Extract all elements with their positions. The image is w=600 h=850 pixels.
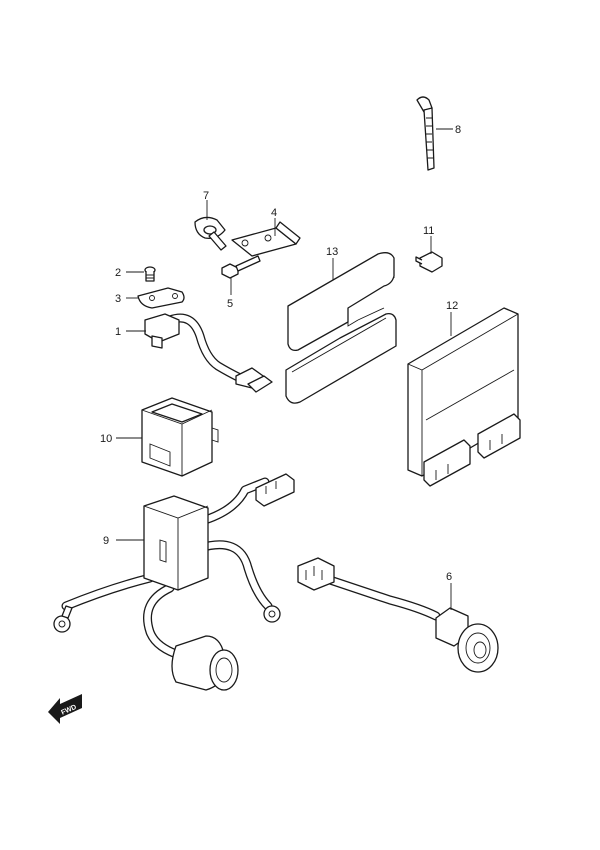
part-11-bolt [415, 251, 443, 273]
part-2-screw [144, 266, 156, 282]
part-12-ecm [407, 307, 521, 487]
part-6-socket-harness [297, 557, 499, 673]
callout-11: 11 [423, 225, 434, 237]
callout-2: 2 [115, 267, 121, 279]
fwd-arrow-icon: FWD [48, 694, 82, 724]
part-3-plate [137, 287, 185, 309]
part-7-clamp [194, 216, 227, 251]
callout-8: 8 [455, 124, 461, 136]
callout-9: 9 [103, 535, 109, 547]
part-4-bracket [231, 221, 301, 257]
callout-6: 6 [446, 571, 452, 583]
part-8-cable-tie [416, 96, 435, 171]
callout-7: 7 [203, 190, 209, 202]
callout-4: 4 [271, 207, 277, 219]
callout-5: 5 [227, 298, 233, 310]
part-10-relay-cover [141, 397, 219, 477]
part-13-cover [285, 252, 397, 404]
part-5-bolt [221, 255, 261, 279]
callout-13: 13 [326, 246, 338, 258]
callout-12: 12 [446, 300, 458, 312]
callout-3: 3 [115, 293, 121, 305]
part-1-sensor [144, 313, 273, 393]
part-9-relay-harness [53, 473, 295, 691]
callout-1: 1 [115, 326, 121, 338]
callout-10: 10 [100, 433, 112, 445]
